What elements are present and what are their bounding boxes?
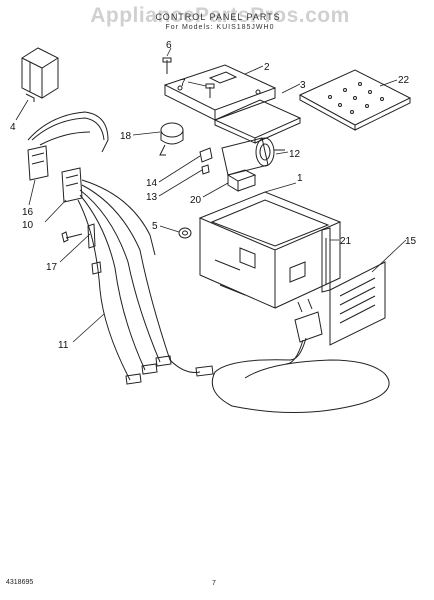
callout-1: 1 (297, 173, 303, 184)
callout-6: 6 (166, 40, 172, 51)
leader-lines (15, 47, 407, 343)
wire-harness-top-2 (31, 117, 105, 141)
part-perforated-panel (298, 69, 412, 131)
callout-21: 21 (340, 236, 352, 247)
part-terminal-block (87, 223, 96, 249)
part-housing (198, 191, 342, 309)
wire-harness-bundle-1 (81, 184, 201, 373)
page-number: 7 (212, 580, 216, 587)
screw-17-shaft (65, 233, 83, 239)
callout-22: 22 (398, 75, 410, 86)
callout-10: 10 (22, 220, 34, 231)
part-clip-13 (201, 164, 210, 175)
callout-5: 5 (152, 221, 158, 232)
wire-harness-top (27, 111, 109, 153)
part-clip-14 (199, 147, 213, 163)
part-bracket (21, 47, 59, 102)
part-connector-10 (61, 167, 83, 203)
wire-harness-bundle-3 (79, 194, 146, 371)
wire-terminal-3 (141, 363, 158, 375)
wire-terminal-1 (195, 365, 214, 377)
callout-11: 11 (58, 340, 69, 351)
callout-4: 4 (10, 122, 16, 133)
power-cord (211, 298, 390, 413)
part-mounting-plate (213, 99, 302, 144)
callout-13: 13 (146, 192, 158, 203)
diagram-subtitle: For Models: KUIS185JWH0 (165, 24, 275, 31)
part-grommet (178, 227, 192, 239)
part-motor (221, 137, 285, 176)
callout-numbers: 6 7 2 3 22 18 12 14 13 20 1 5 21 15 4 16… (10, 40, 417, 351)
screw-17-head (61, 231, 69, 243)
callout-7: 7 (180, 78, 186, 89)
wire-harness-bundle-2 (79, 189, 161, 363)
callout-16: 16 (22, 207, 34, 218)
part-switch (159, 122, 184, 156)
part-block (226, 169, 257, 192)
wire-harness-bundle-4 (81, 179, 156, 256)
callout-12: 12 (289, 149, 301, 160)
screw-6-head (162, 57, 172, 63)
wire-terminal-4 (125, 373, 142, 385)
watermark: AppliancePartsPros.com (90, 4, 350, 27)
wire-harness-top-3 (39, 131, 91, 146)
callout-20: 20 (190, 195, 202, 206)
callout-3: 3 (300, 80, 306, 91)
callout-2: 2 (264, 62, 270, 73)
callout-18: 18 (120, 131, 132, 142)
part-label-plate (329, 261, 386, 346)
part-small-connector (91, 261, 102, 275)
diagram-title: CONTROL PANEL PARTS (155, 12, 281, 22)
callout-15: 15 (405, 236, 417, 247)
part-strip (321, 227, 331, 293)
document-number: 4318695 (6, 579, 34, 586)
wire-harness-bundle-5 (77, 199, 131, 381)
wire-terminal-2 (155, 355, 172, 367)
callout-14: 14 (146, 178, 158, 189)
part-cover-plate (163, 64, 277, 121)
callout-17: 17 (46, 262, 58, 273)
screw-7-head (205, 83, 215, 89)
part-connector-16 (27, 145, 49, 181)
